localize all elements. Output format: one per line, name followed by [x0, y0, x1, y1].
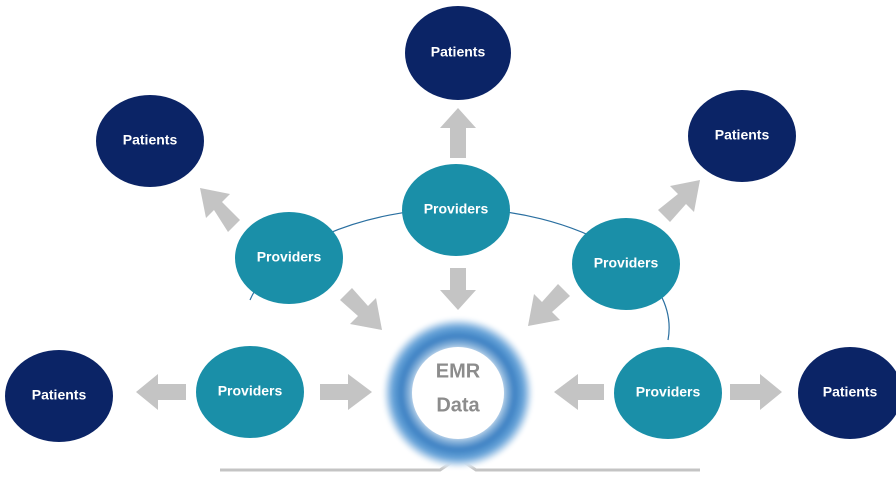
provider-label: Providers	[636, 384, 701, 400]
provider-node: Providers	[196, 346, 304, 438]
arrow-down	[440, 268, 476, 310]
patient-node: Patients	[798, 347, 896, 439]
provider-circle	[235, 212, 343, 304]
emr-label-line1: EMR	[436, 360, 481, 382]
arrow-up	[440, 108, 476, 158]
provider-circle	[402, 164, 510, 256]
arrow-right	[730, 374, 782, 410]
provider-circle	[614, 347, 722, 439]
arrow-up-right	[658, 180, 700, 222]
arrow-left	[554, 374, 604, 410]
patient-label: Patients	[123, 132, 178, 148]
emr-data-hub: EMR Data	[383, 318, 533, 468]
arrow-left	[136, 374, 186, 410]
provider-circle	[196, 346, 304, 438]
patient-circle	[96, 95, 204, 187]
patient-label: Patients	[32, 387, 87, 403]
provider-node: Providers	[235, 212, 343, 304]
patient-circle	[5, 350, 113, 442]
arrows	[136, 108, 782, 410]
provider-label: Providers	[424, 201, 489, 217]
provider-label: Providers	[257, 249, 322, 265]
arrow-right	[320, 374, 372, 410]
patient-node: Patients	[96, 95, 204, 187]
provider-label: Providers	[218, 383, 283, 399]
provider-circle	[572, 218, 680, 310]
provider-node: Providers	[572, 218, 680, 310]
provider-label: Providers	[594, 255, 659, 271]
patient-label: Patients	[431, 44, 486, 60]
patient-circle	[798, 347, 896, 439]
patient-node: Patients	[405, 6, 511, 100]
arrow-down-left	[528, 284, 570, 326]
emr-label-line2: Data	[436, 394, 480, 416]
patient-label: Patients	[715, 127, 770, 143]
patient-circle	[688, 90, 796, 182]
patient-circle	[405, 6, 511, 100]
arrow-down-right	[340, 288, 382, 330]
patient-node: Patients	[5, 350, 113, 442]
patient-node: Patients	[688, 90, 796, 182]
emr-core	[412, 347, 504, 439]
arrow-up-left	[200, 188, 240, 232]
provider-node: Providers	[614, 347, 722, 439]
patient-label: Patients	[823, 384, 878, 400]
provider-node: Providers	[402, 164, 510, 256]
